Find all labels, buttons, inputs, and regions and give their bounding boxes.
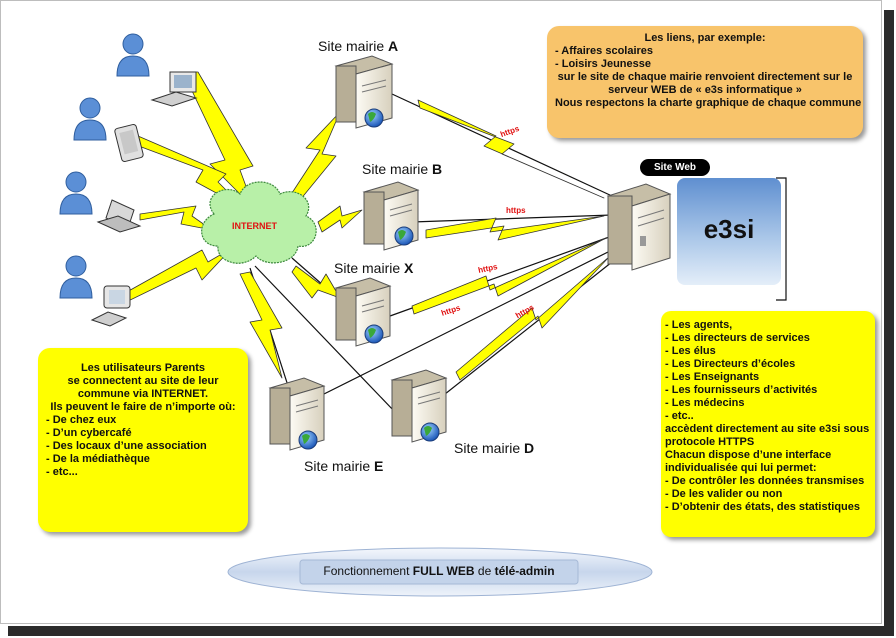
- note-line: commune via INTERNET.: [77, 388, 209, 400]
- note-line: Les utilisateurs Parents: [80, 362, 206, 374]
- note-line: - Les élus: [665, 345, 716, 357]
- https-link-d: [455, 255, 611, 381]
- lightning-link-site-x: [291, 265, 341, 299]
- note-line: - etc...: [46, 466, 78, 478]
- note-line: serveur WEB de « e3s informatique »: [608, 84, 802, 96]
- https-label: https: [506, 206, 526, 215]
- connector-e3si-note: [776, 177, 787, 301]
- site-label-x: Site mairie X: [334, 260, 413, 276]
- internet-label: INTERNET: [232, 221, 277, 231]
- https-link-x: [411, 237, 607, 315]
- site-label-e: Site mairie E: [304, 458, 383, 474]
- note-line: individualisée qui lui permet:: [665, 462, 817, 474]
- globe-icon: [364, 324, 384, 344]
- lightning-link-site-b: [317, 205, 363, 233]
- note-line: - D’obtenir des états, des statistiques: [665, 501, 860, 513]
- note-line: - Les médecins: [665, 397, 745, 409]
- tablet-icon: [114, 123, 144, 163]
- footer-prefix: Fonctionnement: [323, 564, 413, 578]
- note-line: Nous respectons la charte graphique de c…: [555, 97, 862, 109]
- note-line: - De chez eux: [46, 414, 117, 426]
- footer-strong-2: télé-admin: [494, 564, 555, 578]
- note-line: - Les Enseignants: [665, 371, 760, 383]
- user-icon: [59, 171, 93, 215]
- site-label-prefix: Site mairie: [454, 440, 525, 456]
- link-line-e-e3si: [307, 249, 613, 403]
- lightning-link-site-a: [289, 111, 341, 201]
- site-label-letter: B: [432, 161, 443, 177]
- site-web-tab: Site Web: [640, 159, 710, 176]
- site-label-prefix: Site mairie: [362, 161, 433, 177]
- lightning-link-user4: [115, 247, 233, 307]
- site-label-letter: D: [524, 440, 535, 456]
- note-line: - Les Directeurs d’écoles: [665, 358, 796, 370]
- note-line: - De la médiathèque: [46, 453, 150, 465]
- note-line: - De les valider ou non: [665, 488, 783, 500]
- note-staff-access: - Les agents, - Les directeurs de servic…: [661, 311, 875, 537]
- e3si-label: e3si: [703, 214, 755, 244]
- note-line: - Les fournisseurs d’activités: [665, 384, 818, 396]
- footer-caption: Fonctionnement FULL WEB de télé-admin: [309, 564, 569, 578]
- note-parent-users: Les utilisateurs Parents se connectent a…: [38, 348, 248, 532]
- note-line: - D’un cybercafé: [46, 427, 132, 439]
- frame-shadow-right: [884, 10, 894, 636]
- site-label-prefix: Site mairie: [304, 458, 375, 474]
- note-line: Ils peuvent le faire de n’importe où:: [50, 401, 236, 413]
- note-links-example: Les liens, par exemple: - Affaires scola…: [547, 26, 863, 138]
- server-icon: [268, 377, 326, 451]
- note-line: - Des locaux d’une association: [46, 440, 207, 452]
- site-label-prefix: Site mairie: [318, 38, 389, 54]
- https-link-a: [417, 99, 605, 199]
- globe-icon: [298, 430, 318, 450]
- site-label-letter: X: [404, 260, 414, 276]
- user-icon: [73, 97, 107, 141]
- site-label-d: Site mairie D: [454, 440, 534, 456]
- site-label-a: Site mairie A: [318, 38, 398, 54]
- desktop-computer-icon: [150, 71, 198, 107]
- crt-monitor-icon: [90, 285, 131, 327]
- note-line: se connectent au site de leur: [67, 375, 219, 387]
- internet-cloud-icon: [201, 181, 317, 264]
- globe-icon: [394, 226, 414, 246]
- site-label-prefix: Site mairie: [334, 260, 405, 276]
- globe-icon: [420, 422, 440, 442]
- site-label-letter: A: [388, 38, 399, 54]
- lightning-link-site-e: [239, 271, 283, 379]
- server-icon: [334, 55, 394, 129]
- link-line-internet-d: [254, 265, 396, 413]
- laptop-icon: [96, 199, 142, 233]
- footer-ellipse: [227, 547, 653, 597]
- e3si-panel: [677, 178, 781, 285]
- frame-shadow-bottom: [8, 626, 894, 636]
- note-line: Chacun dispose d’une interface: [665, 449, 832, 461]
- user-icon: [59, 255, 93, 299]
- footer-middle: de: [474, 564, 495, 578]
- link-line-b-e3si: [411, 214, 613, 223]
- globe-icon: [364, 108, 384, 128]
- server-icon: [606, 183, 672, 271]
- footer-strong-1: FULL WEB: [412, 564, 475, 578]
- note-line: - etc..: [665, 410, 694, 422]
- note-line: accèdent directement au site e3si sous: [665, 423, 870, 435]
- server-icon: [390, 369, 448, 443]
- note-line: - Affaires scolaires: [555, 45, 654, 57]
- lightning-link-user3: [139, 205, 213, 231]
- note-line: sur le site de chaque mairie renvoient d…: [557, 71, 853, 83]
- note-line: Les liens, par exemple:: [644, 32, 766, 44]
- site-label-letter: E: [374, 458, 384, 474]
- https-link-b: [425, 215, 605, 241]
- site-label-b: Site mairie B: [362, 161, 442, 177]
- user-icon: [116, 33, 150, 77]
- note-line: - Loisirs Jeunesse: [555, 58, 651, 70]
- note-line: - De contrôler les données transmises: [665, 475, 865, 487]
- note-line: - Les directeurs de services: [665, 332, 810, 344]
- link-line-d-e3si: [439, 261, 613, 399]
- note-line: - Les agents,: [665, 319, 733, 331]
- note-line: protocole HTTPS: [665, 436, 755, 448]
